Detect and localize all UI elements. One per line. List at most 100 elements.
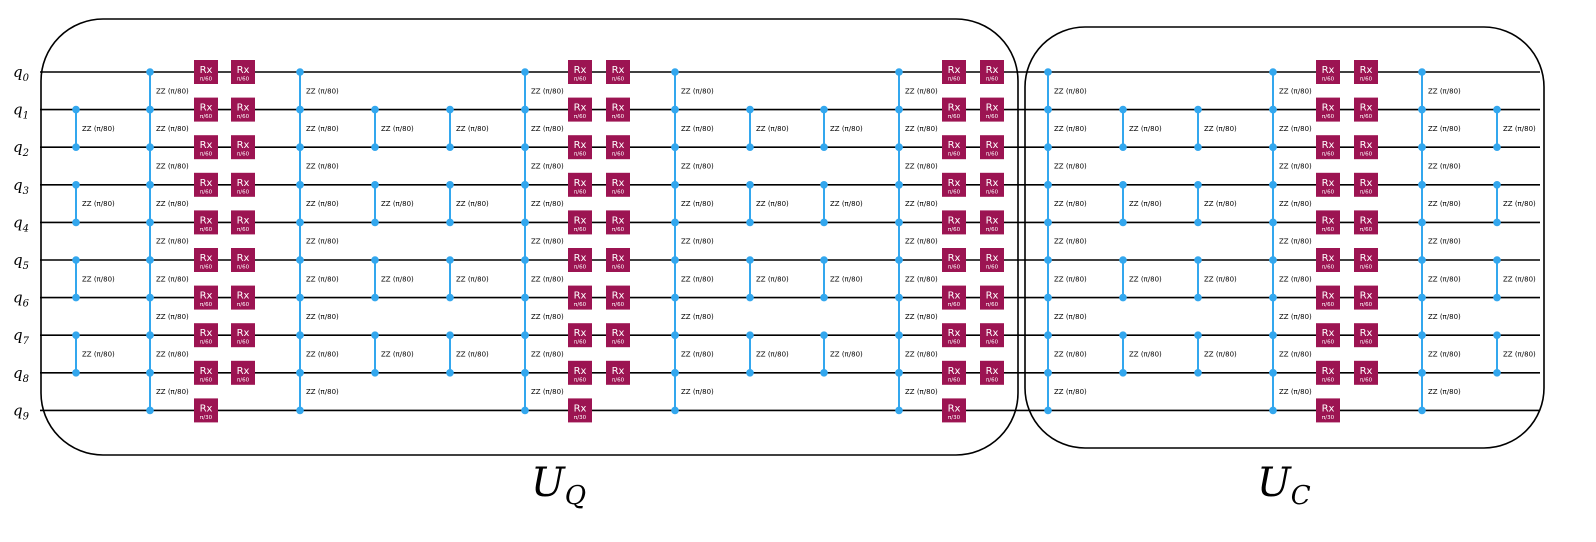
rx-gate: Rxπ/60 — [1316, 248, 1340, 272]
zz-label: ZZ (π/80) — [381, 275, 414, 283]
zz-control-dot — [746, 218, 754, 227]
rx-gate: Rxπ/60 — [1316, 285, 1340, 310]
zz-control-dot — [146, 143, 154, 151]
zz-control-dot — [72, 293, 80, 302]
zz-control-dot — [146, 331, 154, 340]
rx-param: π/60 — [574, 227, 587, 233]
rx-box — [980, 97, 1004, 122]
zz-gate: ZZ (π/80) — [746, 105, 789, 151]
zz-gate: ZZ (π/80) — [820, 105, 863, 151]
zz-gate: ZZ (π/80) — [895, 143, 938, 189]
rx-box — [980, 135, 1004, 160]
zz-control-dot — [72, 369, 80, 377]
rx-box — [231, 210, 255, 235]
rx-box — [568, 172, 592, 197]
zz-gate: ZZ (π/80) — [521, 256, 564, 302]
zz-label: ZZ (π/80) — [905, 313, 938, 321]
zz-label: ZZ (π/80) — [905, 238, 938, 246]
rx-gate: Rxπ/60 — [980, 248, 1004, 272]
zz-control-dot — [820, 105, 828, 114]
rx-param: π/60 — [237, 265, 250, 271]
zz-control-dot — [1269, 143, 1277, 151]
rx-box — [194, 360, 218, 385]
zz-gate: ZZ (π/80) — [371, 105, 414, 151]
zz-control-dot — [296, 68, 304, 76]
qubit-wires — [40, 71, 1540, 412]
rx-box — [980, 210, 1004, 235]
rx-gate: Rxπ/60 — [1354, 60, 1378, 84]
zz-label: ZZ (π/80) — [82, 351, 115, 359]
rx-name: Rx — [948, 215, 961, 226]
zz-gate: ZZ (π/80) — [146, 369, 189, 415]
rx-gate: Rxπ/60 — [194, 172, 218, 197]
qubit-label-1: q1 — [13, 101, 29, 122]
rx-name: Rx — [574, 103, 587, 114]
zz-gate: ZZ (π/80) — [1269, 218, 1312, 264]
zz-gate: ZZ (π/80) — [671, 105, 714, 151]
zz-label: ZZ (π/80) — [681, 125, 714, 133]
rx-box — [194, 135, 218, 160]
zz-control-dot — [1044, 293, 1052, 302]
rx-gate: Rxπ/60 — [1316, 172, 1340, 197]
zz-label: ZZ (π/80) — [1054, 87, 1087, 95]
rx-box — [980, 360, 1004, 385]
rx-param: π/60 — [612, 152, 625, 158]
zz-gate: ZZ (π/80) — [1418, 331, 1461, 377]
zz-control-dot — [1269, 293, 1277, 302]
rx-box — [606, 135, 630, 160]
rx-name: Rx — [948, 103, 961, 114]
zz-gate: ZZ (π/80) — [521, 105, 564, 151]
zz-control-dot — [521, 293, 529, 302]
zz-gate: ZZ (π/80) — [521, 181, 564, 227]
rx-name: Rx — [612, 65, 625, 76]
rx-box — [231, 135, 255, 160]
rx-box — [942, 285, 966, 310]
rx-name: Rx — [948, 140, 961, 151]
zz-gate: ZZ (π/80) — [671, 143, 714, 189]
rx-gate: Rxπ/60 — [231, 60, 255, 84]
rx-gate: Rxπ/60 — [942, 285, 966, 310]
rx-name: Rx — [237, 215, 250, 226]
zz-gate: ZZ (π/80) — [446, 105, 489, 151]
rx-gate: Rxπ/60 — [231, 285, 255, 310]
rx-param: π/30 — [1322, 415, 1335, 421]
rx-param: π/60 — [1322, 152, 1335, 158]
zz-gate: ZZ (π/80) — [296, 369, 339, 415]
zz-control-dot — [1418, 68, 1426, 76]
zz-control-dot — [146, 369, 154, 377]
rx-param: π/60 — [200, 152, 213, 158]
rx-box — [606, 210, 630, 235]
zz-control-dot — [746, 181, 754, 189]
rx-box — [1316, 97, 1340, 122]
rx-name: Rx — [986, 65, 999, 76]
rx-box — [942, 360, 966, 385]
zz-gate: ZZ (π/80) — [146, 331, 189, 377]
zz-label: ZZ (π/80) — [1428, 275, 1461, 283]
rx-gate: Rxπ/60 — [980, 285, 1004, 310]
rx-name: Rx — [237, 253, 250, 264]
zz-control-dot — [1044, 68, 1052, 76]
zz-label: ZZ (π/80) — [306, 388, 339, 396]
zz-control-dot — [371, 181, 379, 189]
zz-gate: ZZ (π/80) — [1493, 331, 1536, 377]
zz-control-dot — [1194, 369, 1202, 377]
zz-label: ZZ (π/80) — [531, 275, 564, 283]
zz-control-dot — [1418, 331, 1426, 340]
rx-name: Rx — [986, 328, 999, 339]
zz-gate: ZZ (π/80) — [1418, 256, 1461, 302]
rx-gate: Rxπ/60 — [194, 135, 218, 160]
zz-control-dot — [1493, 256, 1501, 264]
rx-name: Rx — [1322, 328, 1335, 339]
zz-control-dot — [1119, 181, 1127, 189]
rx-param: π/30 — [200, 415, 213, 421]
zz-label: ZZ (π/80) — [1279, 388, 1312, 396]
qubit-label-0: q0 — [13, 63, 30, 84]
zz-gate: ZZ (π/80) — [521, 68, 564, 114]
rx-param: π/60 — [574, 152, 587, 158]
rx-gate: Rxπ/60 — [1316, 210, 1340, 235]
rx-param: π/60 — [948, 265, 961, 271]
zz-gate: ZZ (π/80) — [1044, 218, 1087, 264]
zz-control-dot — [895, 105, 903, 114]
